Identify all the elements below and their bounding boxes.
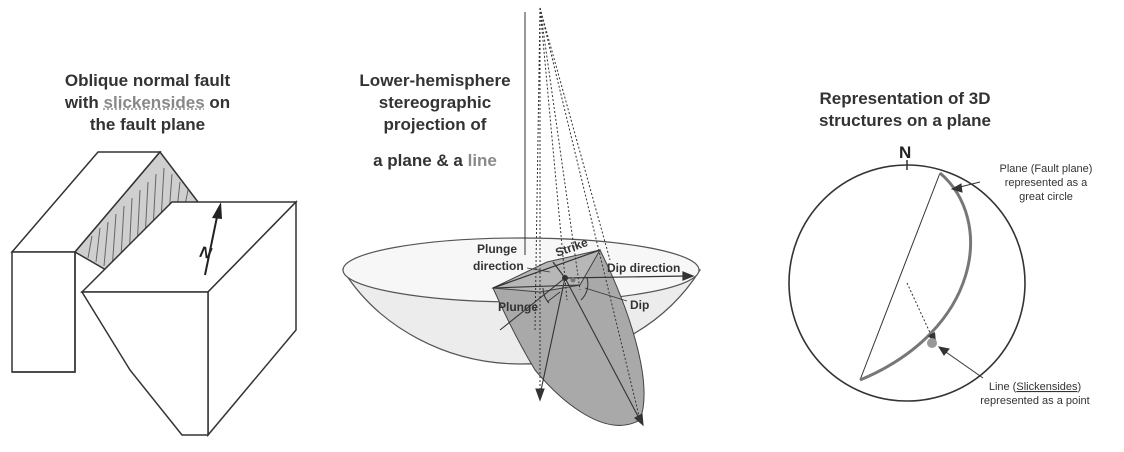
dip-direction-label: Dip direction bbox=[607, 261, 680, 275]
stereonet-diagram: N Plane (Fault plane) represented as a g… bbox=[788, 143, 1093, 407]
panel3-title: Representation of 3D structures on a pla… bbox=[790, 88, 1020, 132]
panel1-title-line3: the fault plane bbox=[89, 115, 206, 134]
slickensides-point bbox=[927, 338, 937, 348]
plunge-angle-arc bbox=[542, 287, 550, 304]
plunge-direction-label-1: Plunge bbox=[477, 242, 517, 256]
dip-label: Dip bbox=[630, 298, 649, 312]
panel2-title: Lower-hemisphere stereographic projectio… bbox=[340, 70, 530, 172]
panel1-title-line2: with slickensides on bbox=[64, 93, 231, 112]
panel3-title-line2: structures on a plane bbox=[819, 111, 991, 130]
plane-note-line2: represented as a bbox=[1005, 177, 1088, 189]
panel2-title-line2: stereographic bbox=[378, 93, 492, 112]
slickensides-term-2: Slickensides bbox=[1016, 381, 1078, 393]
projection-rays bbox=[534, 7, 641, 421]
slickensides-term: slickensides bbox=[103, 93, 205, 112]
dip-direction-arrow bbox=[564, 271, 695, 281]
origin-marker bbox=[570, 277, 576, 283]
great-circle bbox=[859, 171, 972, 382]
origin-point bbox=[562, 275, 568, 281]
plunge-label: Plunge bbox=[498, 300, 538, 314]
line-note-line2: represented as a point bbox=[980, 395, 1089, 407]
panel1-title-line1: Oblique normal fault bbox=[64, 71, 231, 90]
hangingwall-block-front bbox=[80, 291, 209, 436]
dipping-plane bbox=[492, 249, 645, 426]
panel2-title-line1: Lower-hemisphere bbox=[359, 71, 511, 90]
stereographic-projection-diagram: Plunge direction Strike Dip direction Pl… bbox=[341, 7, 702, 427]
line-vectors bbox=[492, 277, 644, 427]
plunge-direction-label-2: direction bbox=[473, 259, 524, 273]
point-annotation-arrow bbox=[937, 346, 984, 379]
plane-note-line1: Plane (Fault plane) bbox=[1000, 163, 1093, 175]
strike-line-3 bbox=[859, 172, 941, 381]
plunge-direction-arrow bbox=[552, 261, 566, 279]
panel1-title: Oblique normal fault with slickensides o… bbox=[20, 70, 275, 136]
line-note-line1: Line (Slickensides) bbox=[989, 381, 1081, 393]
panel3-title-line1: Representation of 3D bbox=[819, 89, 991, 108]
line-term: line bbox=[467, 151, 497, 170]
fault-block-diagram: N bbox=[10, 150, 298, 438]
panel2-title-line4: a plane & a line bbox=[373, 151, 497, 170]
line-projection bbox=[906, 282, 933, 338]
dip-angle-arc bbox=[580, 277, 589, 301]
north-arrow-icon bbox=[204, 202, 222, 276]
plane-note-line3: great circle bbox=[1019, 191, 1073, 203]
panel3-north-label: N bbox=[899, 143, 911, 162]
panel2-title-line3: projection of bbox=[383, 115, 487, 134]
panel1-north-label: N bbox=[198, 244, 213, 263]
plane-annotation-arrow bbox=[950, 181, 981, 193]
footwall-block-front bbox=[11, 251, 76, 373]
strike-line bbox=[492, 249, 601, 289]
